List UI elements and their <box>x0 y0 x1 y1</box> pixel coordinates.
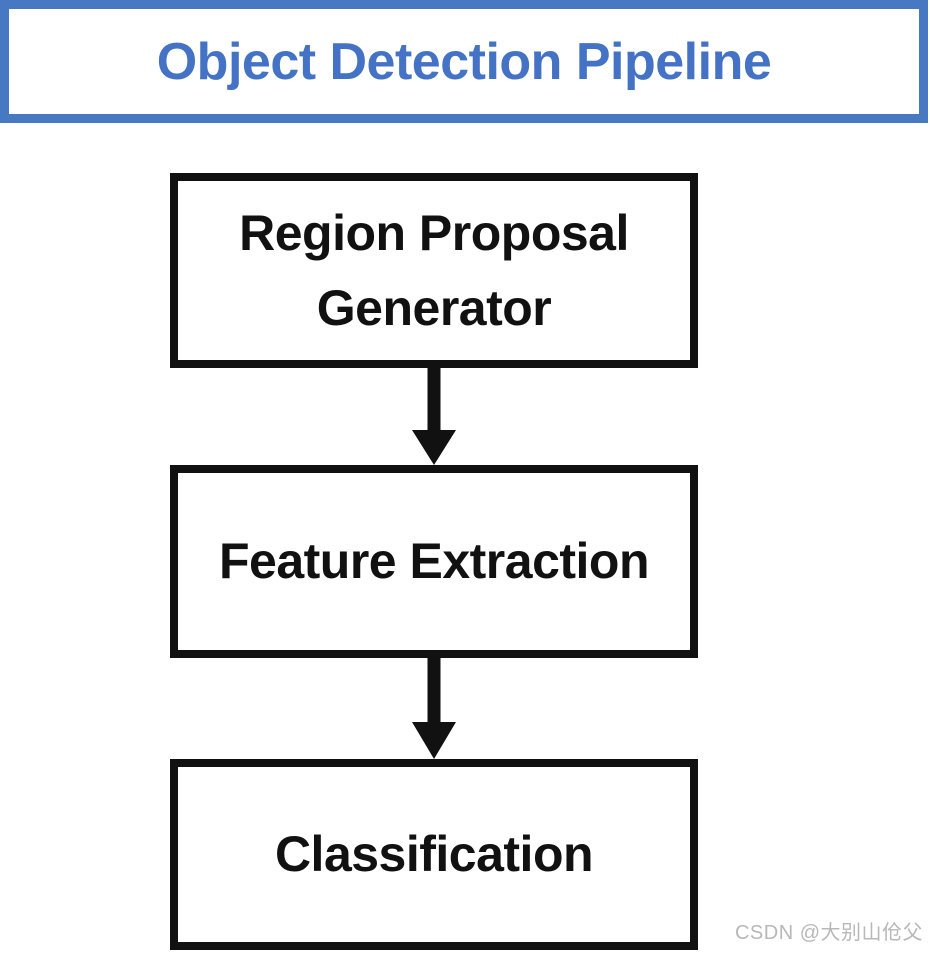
watermark: CSDN @大别山伧父 <box>734 922 923 944</box>
node-label-region-proposal-generator: Region Proposal Generator <box>239 204 629 336</box>
flow-node-region-proposal-generator: Region Proposal Generator <box>170 173 698 368</box>
node-label-feature-extraction: Feature Extraction <box>218 533 650 589</box>
arrow-down-icon <box>412 658 456 759</box>
diagram-title: Object Detection Pipeline <box>156 32 772 91</box>
arrow-down-icon <box>412 368 456 465</box>
title-box: Object Detection Pipeline <box>0 0 928 123</box>
flow-node-classification: Classification <box>170 759 698 950</box>
flow-node-feature-extraction: Feature Extraction <box>170 465 698 658</box>
node-label-classification: Classification <box>274 826 594 882</box>
